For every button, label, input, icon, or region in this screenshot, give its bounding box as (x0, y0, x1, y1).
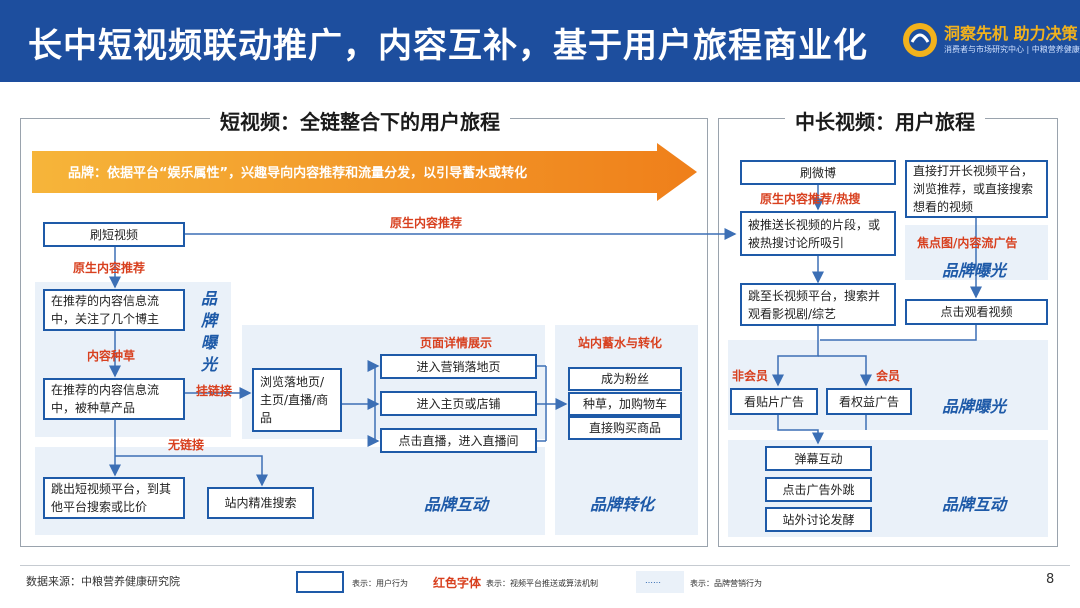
footer-divider (20, 565, 1070, 566)
box-pushed-clip: 被推送长视频的片段，或被热搜讨论所吸引 (740, 211, 896, 256)
box-live-room: 点击直播，进入直播间 (380, 428, 537, 453)
legend-dots-swatch (636, 571, 684, 593)
box-browse-pages: 浏览落地页/主页/直播/商品 (252, 368, 342, 432)
box-jump-long-platform: 跳至长视频平台，搜索并观看影视剧/综艺 (740, 283, 896, 326)
box-marketing-landing: 进入营销落地页 (380, 354, 537, 379)
box-seeded-product: 在推荐的内容信息流中，被种草产品 (43, 378, 185, 420)
zone-label-interaction-left: 品牌互动 (424, 495, 489, 514)
label-no-link: 无链接 (168, 438, 205, 452)
zone-label-interaction-right: 品牌互动 (942, 495, 1007, 514)
box-follow-bloggers: 在推荐的内容信息流中，关注了几个博主 (43, 289, 185, 331)
label-page-detail: 页面详情展示 (420, 336, 493, 350)
label-hang-link: 挂链接 (196, 384, 233, 398)
short-video-title: 短视频：全链整合下的用户旅程 (210, 106, 510, 135)
box-click-watch: 点击观看视频 (905, 299, 1048, 325)
logo: 洞察先机 助力决策 消费者与市场研究中心 | 中粮营养健康研究院 (900, 16, 1080, 64)
legend-red-title: 红色字体 (433, 576, 482, 590)
box-add-cart: 种草，加购物车 (568, 392, 682, 416)
label-focus-ad: 焦点图/内容流广告 (917, 236, 1018, 250)
label-native-hot: 原生内容推荐/热搜 (760, 192, 861, 206)
page-title: 长中短视频联动推广，内容互补，基于用户旅程商业化 (28, 26, 868, 66)
box-jump-out: 跳出短视频平台，到其他平台搜索或比价 (43, 477, 185, 519)
legend-box-swatch (296, 571, 344, 593)
legend-dots-desc: 表示：品牌营销行为 (690, 579, 762, 588)
zone-label-exposure-left: 品牌曝光 (200, 289, 217, 374)
box-home-store: 进入主页或店铺 (380, 391, 537, 416)
footer-source: 数据来源：中粮营养健康研究院 (26, 575, 180, 588)
legend-dots: …… (645, 576, 661, 585)
label-native-rec: 原生内容推荐 (73, 261, 146, 275)
page-number: 8 (1046, 572, 1055, 587)
legend-red-desc: 表示：视频平台推送或算法机制 (486, 579, 598, 588)
header-bar (0, 0, 1080, 82)
box-become-fans: 成为粉丝 (568, 367, 682, 391)
box-offsite-discuss: 站外讨论发酵 (765, 507, 872, 532)
box-brush-short-video: 刷短视频 (43, 222, 185, 247)
box-patch-ad: 看贴片广告 (730, 388, 818, 415)
box-site-search: 站内精准搜索 (207, 487, 314, 519)
logo-sub-text: 消费者与市场研究中心 | 中粮营养健康研究院 (944, 45, 1080, 54)
legend-box-desc: 表示：用户行为 (352, 579, 408, 588)
box-click-ad-out: 点击广告外跳 (765, 477, 872, 502)
box-direct-buy: 直接购买商品 (568, 416, 682, 440)
box-direct-open: 直接打开长视频平台，浏览推荐，或直接搜索想看的视频 (905, 160, 1048, 218)
box-brush-weibo: 刷微博 (740, 160, 896, 185)
box-danmu: 弹幕互动 (765, 446, 872, 471)
zone-label-exposure-right-top: 品牌曝光 (942, 261, 1007, 280)
label-storage-conversion: 站内蓄水与转化 (578, 336, 663, 350)
banner-text: 品牌：依据平台“娱乐属性”，兴趣导向内容推荐和流量分发，以引导蓄水或转化 (68, 166, 528, 181)
long-video-title: 中长视频：用户旅程 (785, 106, 985, 135)
zone-label-exposure-right: 品牌曝光 (942, 397, 1007, 416)
banner-arrow-icon (32, 143, 697, 201)
logo-mark-icon (903, 23, 937, 57)
zone-label-conversion: 品牌转化 (590, 495, 655, 514)
box-rights-ad: 看权益广告 (826, 388, 912, 415)
label-content-seeding: 内容种草 (87, 349, 136, 363)
label-member: 会员 (876, 369, 901, 383)
logo-main-text: 洞察先机 助力决策 (944, 24, 1078, 43)
label-non-member: 非会员 (732, 369, 769, 383)
label-native-rec-cross: 原生内容推荐 (390, 216, 463, 230)
